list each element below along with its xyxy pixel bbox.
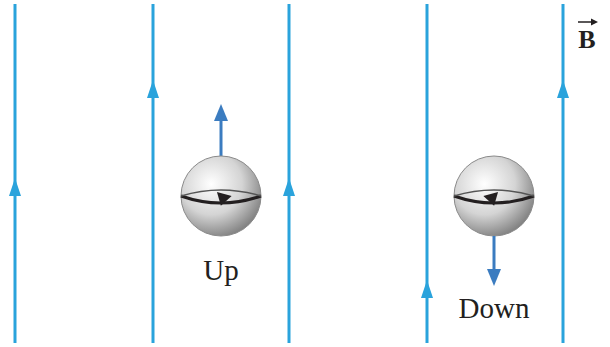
- field-symbol: B: [578, 27, 595, 53]
- vector-arrow: [578, 19, 598, 26]
- spin-up-electron: [181, 104, 261, 236]
- spin-arrow: [220, 118, 223, 156]
- field-arrowheads: [9, 80, 569, 298]
- arrowhead: [421, 280, 433, 298]
- arrowhead: [214, 104, 228, 121]
- spin-arrow: [493, 236, 496, 272]
- field-lines: [15, 4, 563, 343]
- electron-sphere: [181, 156, 261, 236]
- field-line: [152, 4, 155, 343]
- rotation-arrowhead: [482, 190, 498, 206]
- arrowhead: [147, 80, 159, 98]
- spin-label: Up: [203, 256, 238, 285]
- field-line: [14, 4, 17, 343]
- rotation-arrowhead: [217, 190, 233, 206]
- arrowhead: [487, 269, 501, 286]
- electron-sphere: [454, 156, 534, 236]
- arrowhead: [9, 178, 21, 196]
- arrowhead: [283, 178, 295, 196]
- field-line: [562, 4, 565, 343]
- spin-label: Down: [459, 294, 530, 323]
- arrowhead: [557, 80, 569, 98]
- spin-down-electron: [454, 156, 534, 286]
- field-line: [288, 4, 291, 343]
